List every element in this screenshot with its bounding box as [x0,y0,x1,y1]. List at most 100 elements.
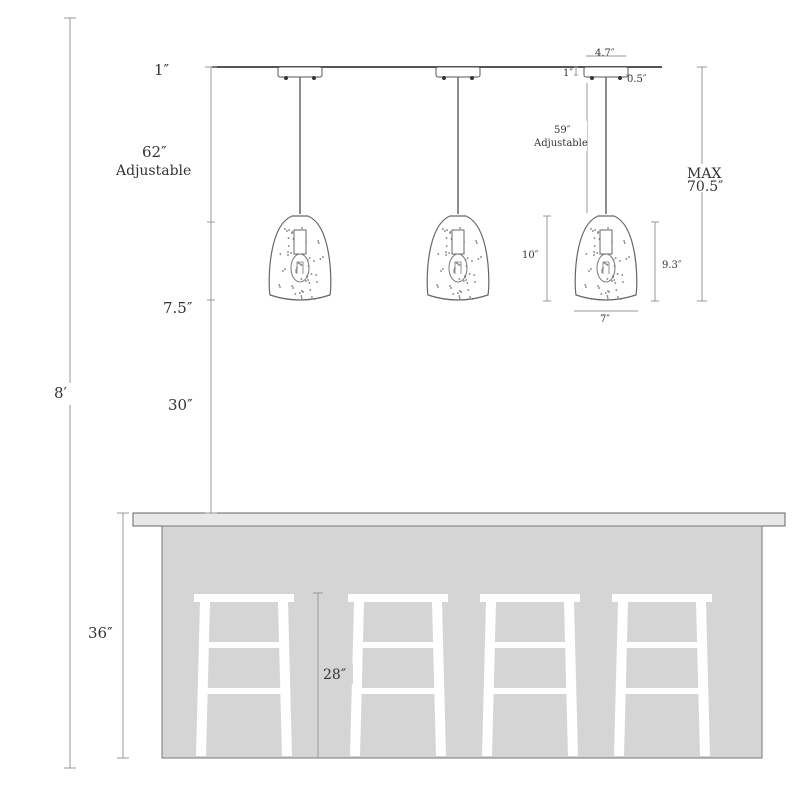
glass-seed [291,285,293,287]
glass-seed [317,240,319,242]
stool-leg [614,602,628,756]
glass-seed [473,274,476,276]
canopy-height-label: 1″ [563,68,573,79]
glass-seed [308,257,311,259]
stool-leg [350,602,364,756]
bar-stool [480,594,580,756]
glass-seed [619,298,622,300]
socket [293,229,307,255]
glass-seed [295,271,297,273]
canopy-screw [590,76,594,80]
glass-height-label: 9.3″ [662,260,682,271]
glass-seed [592,230,594,232]
glass-seed [302,291,304,293]
label-bg [85,622,121,642]
glass-seed [615,289,618,291]
glass-seed [613,279,616,281]
glass-seed [287,245,290,247]
stool-rung [490,688,570,694]
glass-seed [458,278,461,280]
glass-seed [593,254,595,256]
glass-seed [445,254,447,256]
glass-seed [299,263,301,265]
stool-leg [196,602,210,756]
glass-seed [292,287,294,289]
glass-seed [291,231,294,233]
glass-seed [445,251,447,253]
glass-seed [596,252,599,254]
glass-seed [437,253,440,255]
glass-seed [459,290,461,292]
glass-seed [468,273,471,275]
glass-seed [297,262,300,264]
glass-seed [301,290,303,292]
glass-seed [601,271,603,273]
glass-seed [474,281,476,283]
pendant-group [268,66,638,301]
canopy [435,66,481,78]
canopy-screw [284,76,288,80]
canopy-width-label: 4.7″ [595,48,615,59]
glass-seed [287,251,289,253]
glass-seed [315,274,318,276]
canopy [277,66,323,78]
glass-seed [597,231,600,233]
glass-seed [463,280,465,282]
glass-seed [623,242,626,244]
glass-seed [440,270,442,272]
glass-seed [628,256,630,258]
glass-seed [594,229,596,231]
total-height-label: 8′ [54,384,68,402]
glass-seed [319,258,322,260]
glass-shade [426,215,490,301]
glass-seed [606,297,609,299]
glass-seed [445,237,448,239]
glass-seed [279,286,281,288]
counter-height-label: 36″ [88,624,113,642]
glass-seed [601,269,603,271]
glass-seed [446,229,448,231]
stool-seat [194,594,294,602]
stool-leg [432,602,446,756]
glass-shade [268,215,332,301]
glass-seed [317,242,320,244]
glass-seed [308,282,311,284]
glass-seed [300,297,303,299]
glass-seed [284,268,286,270]
glass-seed [298,292,301,294]
glass-seed [456,292,459,294]
stool-leg [482,602,496,756]
glass-seed [593,245,596,247]
max-value: 70.5″ [687,179,723,195]
canopy-screw [618,76,622,80]
glass-seed [466,282,469,284]
glass-seed [459,227,461,229]
stool-leg [564,602,578,756]
detail-adjustable-label: Adjustable [533,138,588,149]
glass-seed [466,257,469,259]
stool-seat [480,594,580,602]
glass-seed [449,231,452,233]
glass-seed [465,279,468,281]
glass-seed [477,258,480,260]
glass-seed [300,295,303,297]
label-bg [551,121,587,151]
glass-seed [436,284,439,286]
filament [296,261,304,274]
glass-seed [611,280,613,282]
glass-seed [614,257,617,259]
glass-seed [448,252,451,254]
glass-seed [600,293,603,295]
glass-seed [458,264,461,266]
glass-seed [445,245,448,247]
glass-seed [442,268,444,270]
glass-seed [585,286,587,288]
glass-seed [301,227,303,229]
glass-seed [607,290,609,292]
counter-top [132,512,786,527]
stools-group [194,594,712,756]
glass-seed [457,263,459,265]
above-counter-label: 30″ [168,396,193,414]
glass-seed [471,298,474,300]
